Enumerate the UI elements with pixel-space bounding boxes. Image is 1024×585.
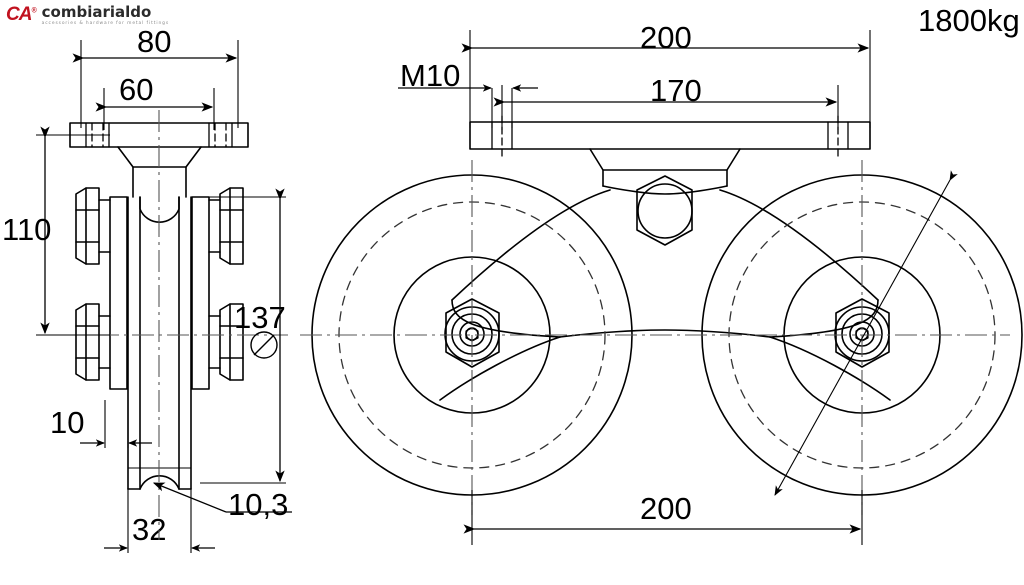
dim-label-side-groove-size: 10,3 [228,487,289,522]
dim-label-side-hole-spacing: 60 [119,72,154,107]
dim-label-side-plate-width: 80 [137,24,172,59]
brand-logo: CA® combiarialdo accessories & hardware … [6,5,169,26]
dimension-lines [36,30,958,553]
brand-mark-text: CA [6,4,32,25]
brand-text-block: combiarialdo accessories & hardware for … [42,5,169,26]
brand-mark-icon: CA® [6,4,37,25]
brand-registered-icon: ® [31,7,36,15]
brand-tagline: accessories & hardware for metal fitting… [41,21,170,26]
dim-label-front-wheel-centers: 200 [640,491,692,526]
dim-label-side-edge-offset: 10 [50,405,85,440]
dim-label-front-thread-spec: M10 [400,58,461,93]
front-view-geometry [311,115,1023,496]
dim-label-side-wheel-width: 32 [132,512,167,547]
diameter-symbol-icon [250,331,278,359]
load-rating-label: 1800kg [918,3,1020,38]
brand-name: combiarialdo [41,3,152,21]
